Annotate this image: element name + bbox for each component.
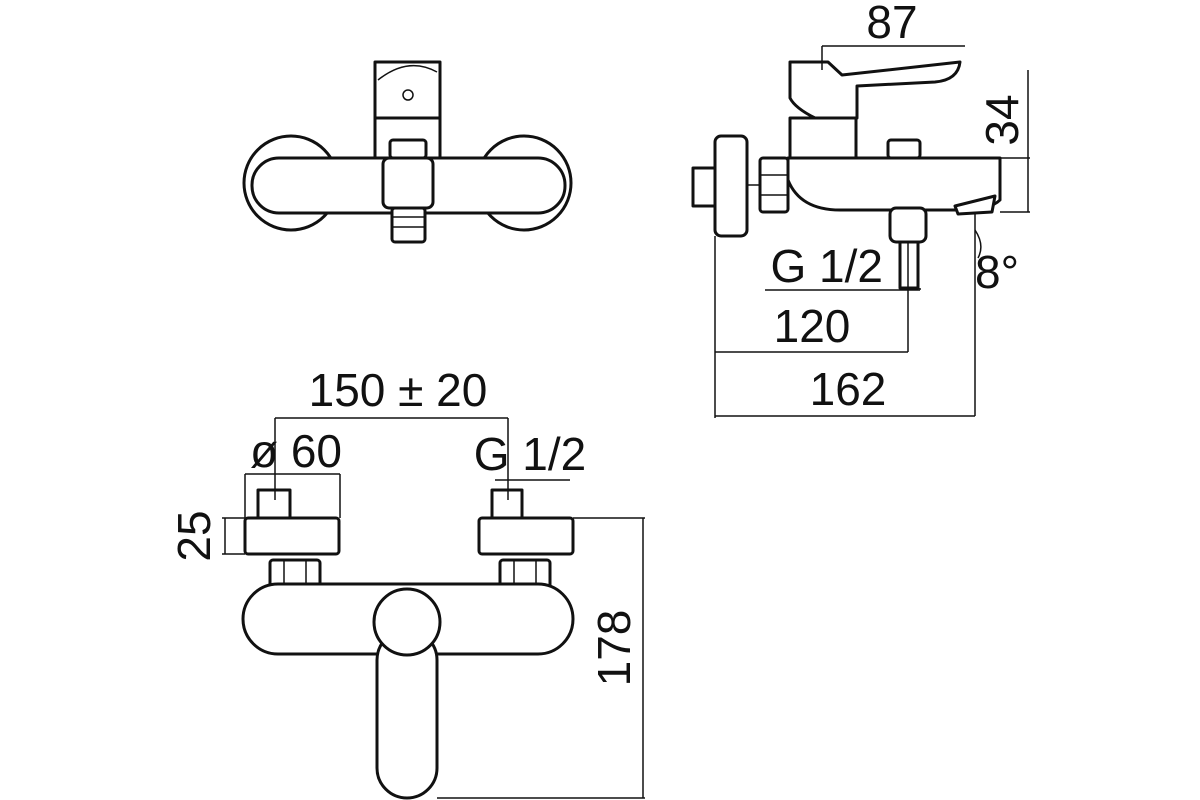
side-view-aerator	[953, 194, 997, 216]
front-view-flange-right	[477, 516, 575, 556]
side-view-connector-nut	[758, 156, 790, 214]
top-view-lever-hole	[402, 89, 414, 101]
front-view	[241, 488, 575, 800]
side-view-cartridge	[788, 116, 858, 160]
side-view-shower-outlet	[888, 206, 928, 244]
dim-height-top: 34	[976, 94, 1028, 145]
front-view-flange-left	[243, 516, 341, 556]
dimension-lines	[222, 45, 1030, 799]
top-view-outlet-nut	[390, 206, 427, 244]
dim-width-top: 87	[866, 0, 917, 48]
side-view-inlet	[691, 166, 719, 208]
front-view-inlet-right	[490, 488, 524, 520]
side-view-lever	[788, 60, 962, 120]
top-view-outlet	[381, 156, 435, 210]
top-view-diverter-knob	[388, 138, 428, 160]
side-view-flange	[713, 134, 749, 238]
dim-depth-spout: 120	[774, 300, 851, 352]
side-view	[691, 60, 1002, 290]
dim-total-height: 178	[588, 610, 640, 687]
side-view-diverter-knob	[886, 138, 922, 160]
front-view-cartridge-cap	[372, 587, 442, 657]
dim-flange-diameter: ø 60	[250, 425, 342, 477]
dim-angle: 8°	[975, 246, 1019, 298]
dimension-labels: 87 34 G 1/2 8° 120 162 150 ± 20 ø 60 G 1…	[168, 0, 1028, 686]
front-view-inlet-left	[256, 488, 292, 520]
dim-thread-side: G 1/2	[770, 240, 883, 292]
dim-thread-front: G 1/2	[474, 428, 587, 480]
dim-flange-depth: 25	[168, 510, 220, 561]
dim-center-distance: 150 ± 20	[309, 364, 488, 416]
dim-depth-total: 162	[810, 363, 887, 415]
top-view	[242, 60, 573, 244]
side-view-shower-thread	[898, 240, 920, 290]
